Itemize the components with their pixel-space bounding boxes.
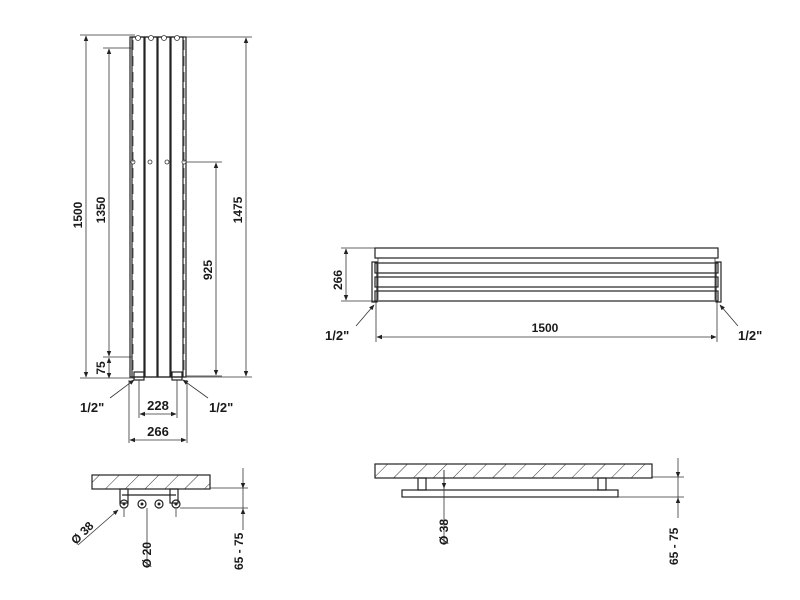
dim-connection-spacing: 228 [147, 398, 169, 413]
section-view-right: Ø 38 65 - 75 [374, 458, 684, 565]
pipe-label-left: 1/2" [80, 400, 104, 415]
dim-bracket-diameter-right: Ø 38 [437, 519, 451, 545]
dim-width: 266 [147, 424, 169, 439]
pipe-label-horizontal-left: 1/2" [325, 328, 349, 343]
dim-height-overall: 1475 [231, 196, 245, 223]
dim-bottom-offset: 75 [94, 361, 108, 375]
dim-wall-distance-right: 65 - 75 [667, 527, 681, 565]
section-view-left: Ø 38 Ø 20 65 - 75 [68, 468, 248, 570]
horizontal-view: 266 1500 1/2" 1/2" [325, 247, 762, 343]
dim-center-height: 925 [201, 260, 215, 280]
wall-hatch-left [91, 474, 211, 490]
radiator-front-body [129, 35, 187, 381]
dim-horizontal-width: 1500 [532, 321, 559, 335]
pipe-label-right: 1/2" [209, 400, 233, 415]
pipe-label-horizontal-right: 1/2" [738, 328, 762, 343]
front-view: 1500 1350 75 1475 925 1/2" 1/2" 228 [71, 34, 252, 443]
dim-wall-distance-left: 65 - 75 [232, 532, 246, 570]
dim-tube-diameter: Ø 20 [140, 542, 154, 568]
radiator-horizontal-body [371, 247, 722, 303]
dim-height-mount: 1350 [94, 196, 108, 223]
dim-horizontal-height: 266 [331, 270, 345, 290]
dim-height-total: 1500 [71, 201, 85, 228]
wall-hatch-right [374, 463, 653, 479]
